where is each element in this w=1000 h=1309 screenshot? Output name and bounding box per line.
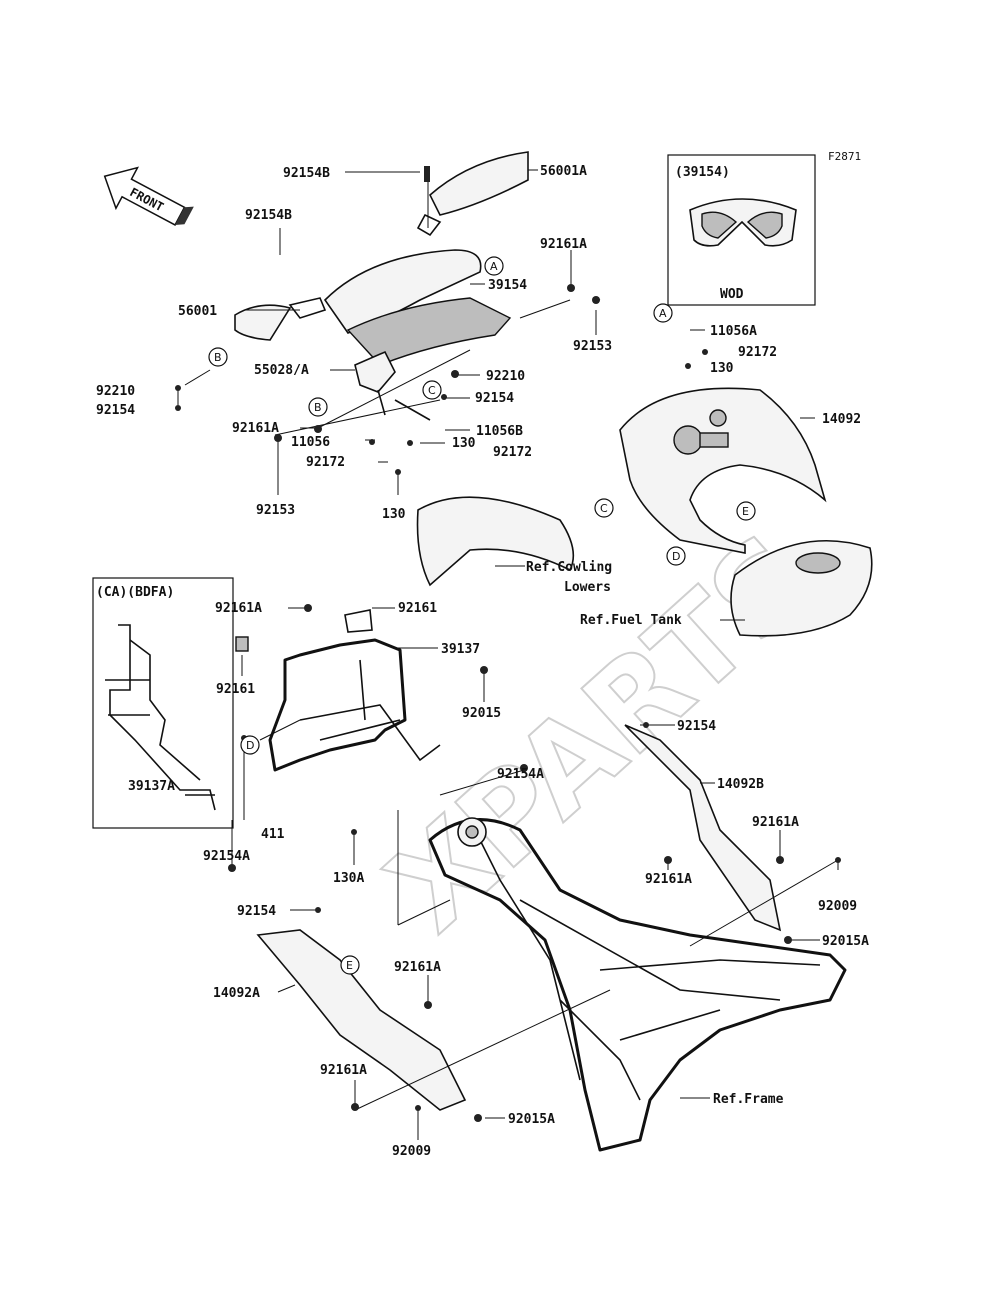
mirror-left-shape <box>234 304 292 341</box>
label-ref-frame: Ref.Frame <box>713 1092 784 1107</box>
label-130-right: 130 <box>710 361 734 376</box>
label-39154: 39154 <box>488 278 527 293</box>
label-130-low: 130 <box>382 507 406 522</box>
callout-d-right: D <box>666 546 686 566</box>
svg-text:A: A <box>490 260 498 273</box>
label-ref-cowling-2: Lowers <box>564 580 611 595</box>
part-labels: 92154B 56001A 92154B 39154 92161A 56001 … <box>96 164 869 1159</box>
inset-ca-part: 39137A <box>128 779 175 794</box>
label-92210-mid: 92210 <box>486 369 525 384</box>
label-92161A-low1: 92161A <box>394 960 441 975</box>
label-130A: 130A <box>333 871 364 886</box>
label-56001: 56001 <box>178 304 217 319</box>
label-92015: 92015 <box>462 706 501 721</box>
inset-wod-code: (39154) <box>675 165 730 180</box>
label-92154-right: 92154 <box>677 719 716 734</box>
svg-text:C: C <box>428 384 436 397</box>
label-92009-right: 92009 <box>818 899 857 914</box>
diagram-id: F2871 <box>828 150 861 163</box>
svg-text:B: B <box>314 401 322 414</box>
svg-text:B: B <box>214 351 222 364</box>
stay-39137-shape <box>268 638 407 772</box>
label-92172-mid: 92172 <box>493 445 532 460</box>
svg-text:D: D <box>672 550 680 563</box>
label-92153-right: 92153 <box>573 339 612 354</box>
label-92172-right: 92172 <box>738 345 777 360</box>
label-92161A-r2: 92161A <box>645 872 692 887</box>
label-56001A: 56001A <box>540 164 587 179</box>
label-92161A-r1: 92161A <box>752 815 799 830</box>
svg-text:A: A <box>659 307 667 320</box>
mirror-right-shape <box>429 151 529 216</box>
front-arrow-icon: FRONT <box>103 166 194 226</box>
label-92154-mid: 92154 <box>475 391 514 406</box>
side-cover-14092B-shape <box>624 724 782 932</box>
callout-c-right: C <box>594 498 614 518</box>
label-92154B-left: 92154B <box>245 208 292 223</box>
fasteners <box>175 284 841 1122</box>
svg-text:E: E <box>346 959 353 972</box>
svg-text:C: C <box>600 502 608 515</box>
label-55028A: 55028/A <box>254 363 309 378</box>
bracket-shape <box>354 350 396 393</box>
label-92154-left: 92154 <box>96 403 135 418</box>
label-92154B-top: 92154B <box>283 166 330 181</box>
callout-d-stay: D <box>240 735 260 755</box>
label-92161A-top: 92161A <box>540 237 587 252</box>
inner-cowling-shape <box>619 387 827 554</box>
label-92172-low: 92172 <box>306 455 345 470</box>
label-92015A-right: 92015A <box>822 934 869 949</box>
label-39137: 39137 <box>441 642 480 657</box>
label-130-mid: 130 <box>452 436 476 451</box>
callout-a-top: A <box>484 256 504 276</box>
callout-e-low: E <box>340 955 360 975</box>
label-11056B: 11056B <box>476 424 523 439</box>
inset-wod: (39154) WOD <box>667 154 816 306</box>
callout-b-mid: B <box>308 397 328 417</box>
inset-ca-title: (CA)(BDFA) <box>96 585 174 600</box>
label-92153-low: 92153 <box>256 503 295 518</box>
label-11056: 11056 <box>291 435 330 450</box>
label-14092: 14092 <box>822 412 861 427</box>
label-92154A-mid: 92154A <box>497 767 544 782</box>
inset-ca-bdfa: (CA)(BDFA) 39137A <box>92 577 234 829</box>
label-92161A-stay: 92161A <box>215 601 262 616</box>
label-ref-cowling: Ref.Cowling <box>526 560 612 575</box>
label-14092A: 14092A <box>213 986 260 1001</box>
callout-b-left: B <box>208 347 228 367</box>
label-92154-low: 92154 <box>237 904 276 919</box>
svg-text:D: D <box>246 739 254 752</box>
label-92015A-low: 92015A <box>508 1112 555 1127</box>
label-ref-fuel-tank: Ref.Fuel Tank <box>580 613 682 628</box>
svg-text:E: E <box>742 505 749 518</box>
label-92161-stay: 92161 <box>398 601 437 616</box>
label-11056A: 11056A <box>710 324 757 339</box>
label-92161A-low2: 92161A <box>320 1063 367 1078</box>
callout-a-right: A <box>653 303 673 323</box>
cowling-lower-ref-shape <box>416 496 575 587</box>
label-92210-left: 92210 <box>96 384 135 399</box>
callout-c-mid: C <box>422 380 442 400</box>
label-14092B: 14092B <box>717 777 764 792</box>
inset-wod-caption: WOD <box>720 287 744 302</box>
callout-e-right: E <box>736 501 756 521</box>
side-cover-14092A-shape <box>256 929 467 1111</box>
label-92154A-low: 92154A <box>203 849 250 864</box>
label-92009-low: 92009 <box>392 1144 431 1159</box>
label-92161A-mid: 92161A <box>232 421 279 436</box>
label-411: 411 <box>261 827 285 842</box>
label-92161-left: 92161 <box>216 682 255 697</box>
